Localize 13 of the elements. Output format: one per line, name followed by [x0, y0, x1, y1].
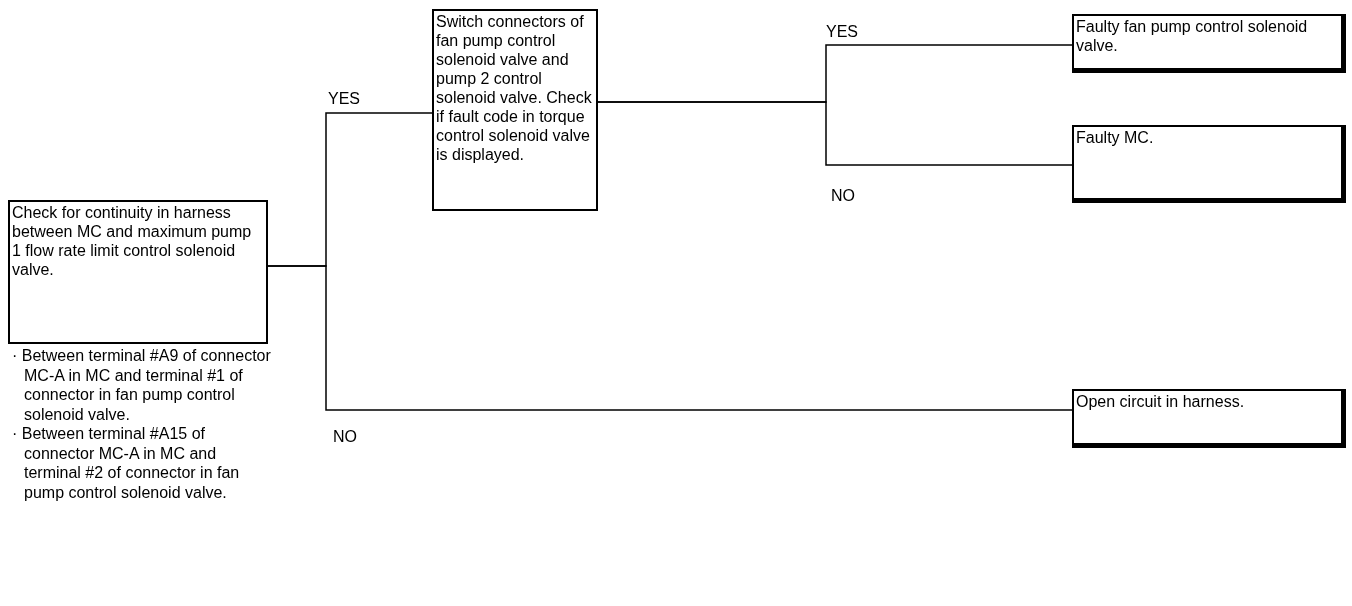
- process-box: Switch connectors of fan pump control solenoid valve and pump 2 control solenoid valve. Check if fault code in torque control solenoid valve is displayed.: [432, 9, 598, 211]
- connector-line: [597, 101, 1073, 166]
- process-box: Check for continuity in harness between MC and maximum pump 1 flow rate limit control solenoid valve.: [8, 200, 268, 344]
- result-box: Faulty MC.: [1072, 125, 1346, 203]
- note-text: · Between terminal #A15 of connector MC-A in MC and terminal #2 of connector in fan pump control solenoid valve.: [12, 424, 241, 502]
- note-text: · Between terminal #A9 of connector MC-A in MC and terminal #1 of connector in fan pump control solenoid valve.: [12, 346, 272, 424]
- edge-label: YES: [328, 89, 360, 108]
- connector-line: [267, 265, 1073, 411]
- edge-label: YES: [826, 22, 858, 41]
- edge-label: NO: [831, 186, 855, 205]
- edge-label: NO: [333, 427, 357, 446]
- result-box: Open circuit in harness.: [1072, 389, 1346, 448]
- result-box: Faulty fan pump control solenoid valve.: [1072, 14, 1346, 73]
